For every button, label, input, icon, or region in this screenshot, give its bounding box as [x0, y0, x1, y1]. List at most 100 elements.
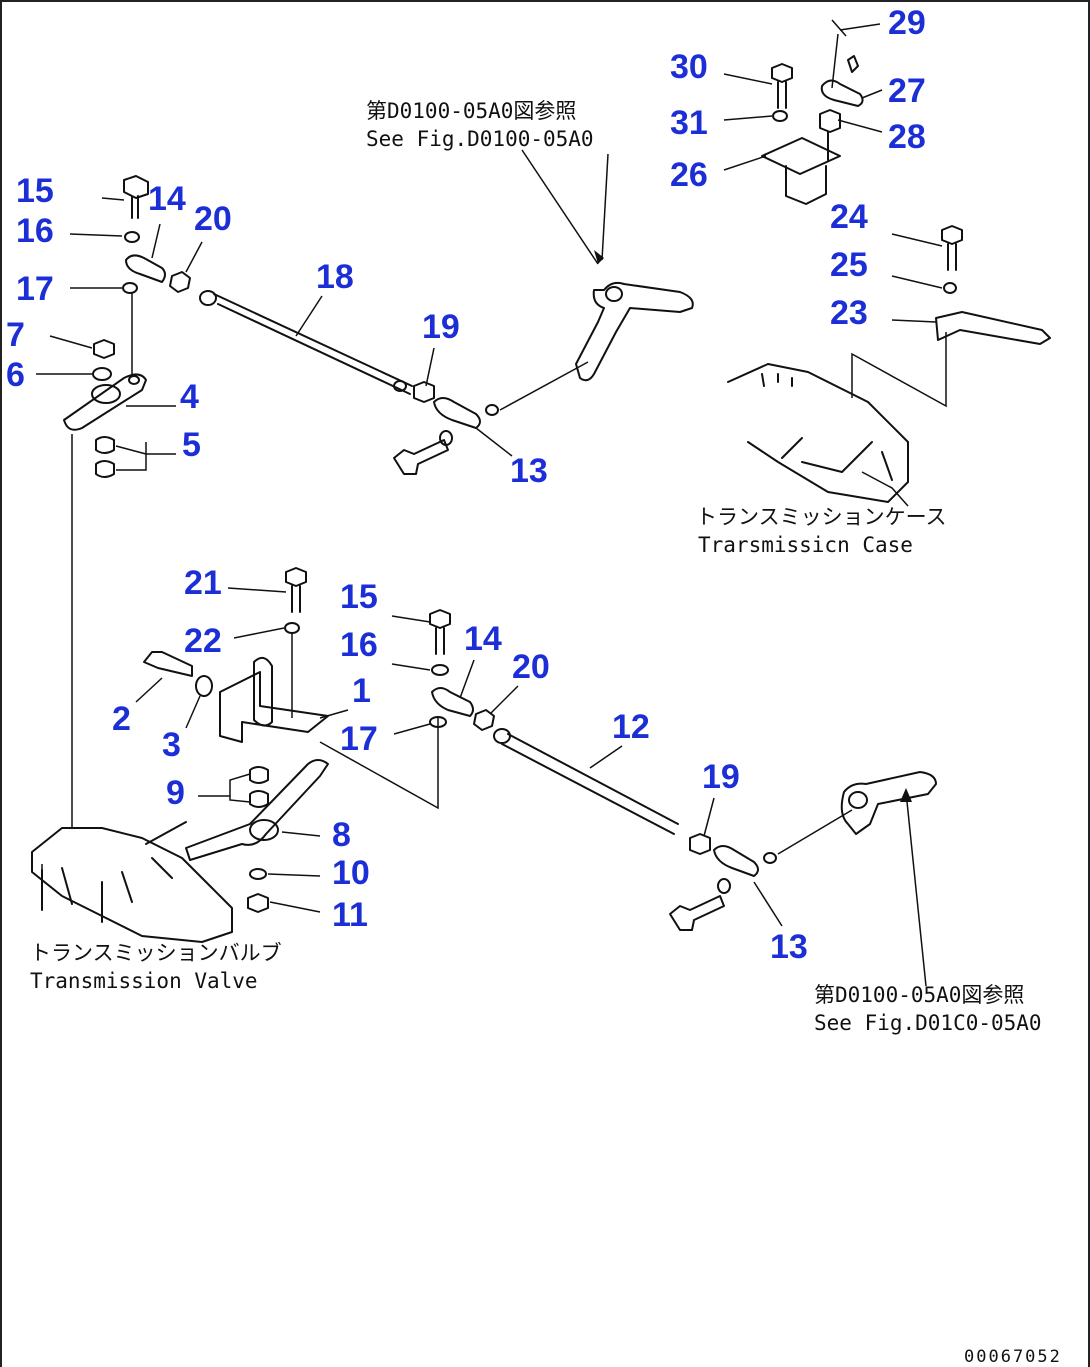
- callout-14-top: 14: [148, 180, 186, 218]
- plate-23: [935, 311, 1051, 345]
- callout-19-top: 19: [422, 308, 460, 346]
- callout-21: 21: [184, 564, 222, 602]
- callout-22: 22: [184, 622, 222, 660]
- nut-7: [93, 339, 115, 359]
- note-case-ja: トランスミッションケース: [696, 505, 947, 529]
- ball-joint-13: [433, 397, 481, 429]
- callout-1: 1: [352, 672, 371, 710]
- callout-2: 2: [112, 700, 131, 738]
- washer-16: [124, 231, 140, 243]
- nut-11: [247, 893, 269, 913]
- callout-13-bottom: 13: [770, 928, 808, 966]
- note-valve-ja: トランスミッションバルブ: [30, 941, 282, 965]
- nut-19: [413, 381, 435, 403]
- drawing-code: 00067052: [964, 1347, 1062, 1367]
- callout-4: 4: [180, 378, 199, 416]
- lever-4: [63, 373, 147, 431]
- cap-5: [95, 436, 115, 478]
- callout-20-bottom: 20: [512, 648, 550, 686]
- washer-16-lower: [431, 664, 449, 676]
- callout-23: 23: [830, 294, 868, 332]
- callout-9: 9: [166, 774, 185, 812]
- washer-22: [284, 622, 300, 634]
- note-ref-bot-en: See Fig.D01C0-05A0: [814, 1011, 1042, 1035]
- callout-11: 11: [332, 896, 368, 934]
- shift-arm: [575, 281, 694, 382]
- nut-20-lower: [473, 709, 495, 731]
- ball-joint-14: [125, 254, 166, 283]
- washer-10: [249, 868, 267, 880]
- callout-27: 27: [888, 72, 926, 110]
- bolt-30: [771, 63, 793, 109]
- callout-13-top: 13: [510, 452, 548, 490]
- leader-lines: [36, 23, 943, 987]
- callout-numbers: 1 2 3 4 5 6 7 8 9 10 11 12 13 13 14 14 1…: [6, 4, 926, 966]
- bolt-24: [941, 225, 963, 271]
- washer-25: [943, 282, 957, 294]
- cap-9: [249, 766, 269, 808]
- callout-14-bottom: 14: [464, 620, 502, 658]
- rod-12: [501, 733, 679, 835]
- bolt-2: [143, 651, 193, 677]
- transmission-valve: [31, 821, 233, 943]
- washer-3: [195, 675, 213, 697]
- callout-3: 3: [162, 726, 181, 764]
- callout-30: 30: [670, 48, 708, 86]
- callout-5: 5: [182, 426, 201, 464]
- callout-19-bottom: 19: [702, 758, 740, 796]
- callout-7: 7: [6, 316, 25, 354]
- bracket-26: [761, 137, 841, 205]
- note-case-en: Trarsmissicn Case: [698, 533, 913, 557]
- ball-joint-13-lower: [713, 845, 759, 877]
- callout-6: 6: [6, 356, 25, 394]
- callout-18: 18: [316, 258, 354, 296]
- bolt-13-lower: [669, 895, 725, 931]
- callout-20-top: 20: [194, 200, 232, 238]
- note-valve-en: Transmission Valve: [30, 969, 258, 993]
- bushing-28: [819, 109, 841, 161]
- callout-15-top: 15: [16, 172, 54, 210]
- note-ref-top-ja: 第D0100-05A0図参照: [366, 99, 576, 123]
- callout-26: 26: [670, 156, 708, 194]
- callout-8: 8: [332, 816, 351, 854]
- callout-25: 25: [830, 246, 868, 284]
- bolt-21: [285, 567, 307, 613]
- callout-17-top: 17: [16, 270, 54, 308]
- lever-27: [820, 55, 864, 107]
- callout-28: 28: [888, 118, 926, 156]
- washer-17: [122, 282, 138, 294]
- callout-31: 31: [670, 104, 708, 142]
- callout-12: 12: [612, 708, 650, 746]
- nut-20: [169, 271, 191, 293]
- callout-24: 24: [830, 198, 868, 236]
- ball-joint-14-lower: [431, 687, 474, 717]
- callout-16-bottom: 16: [340, 626, 378, 664]
- callout-29: 29: [888, 4, 926, 42]
- callout-15-bottom: 15: [340, 578, 378, 616]
- bracket-1: [219, 656, 329, 743]
- bolt-15-lower: [429, 609, 451, 655]
- top-right-bracket-assembly: [727, 19, 1051, 507]
- ref-arrow-bottom: [900, 788, 912, 802]
- transmission-case: [727, 363, 909, 503]
- bolt-13: [393, 439, 449, 475]
- ref-arrow-top: [594, 250, 604, 264]
- washer-6: [92, 367, 112, 381]
- callout-16-top: 16: [16, 212, 54, 250]
- shift-arm-lower: [840, 771, 937, 835]
- callout-17-bottom: 17: [340, 720, 378, 758]
- lever-8: [185, 759, 329, 861]
- bolt-15: [123, 175, 149, 219]
- note-ref-bot-ja: 第D0100-05A0図参照: [814, 983, 1024, 1007]
- washer-31: [772, 110, 788, 122]
- top-rod-assembly: [63, 175, 694, 828]
- bottom-rod-assembly: [31, 567, 937, 943]
- rod-end-18: [199, 290, 217, 306]
- callout-10: 10: [332, 854, 370, 892]
- rod-18: [213, 293, 413, 395]
- washer-17-lower: [429, 716, 447, 728]
- wire-29: [831, 19, 847, 89]
- nut-19-lower: [689, 833, 711, 855]
